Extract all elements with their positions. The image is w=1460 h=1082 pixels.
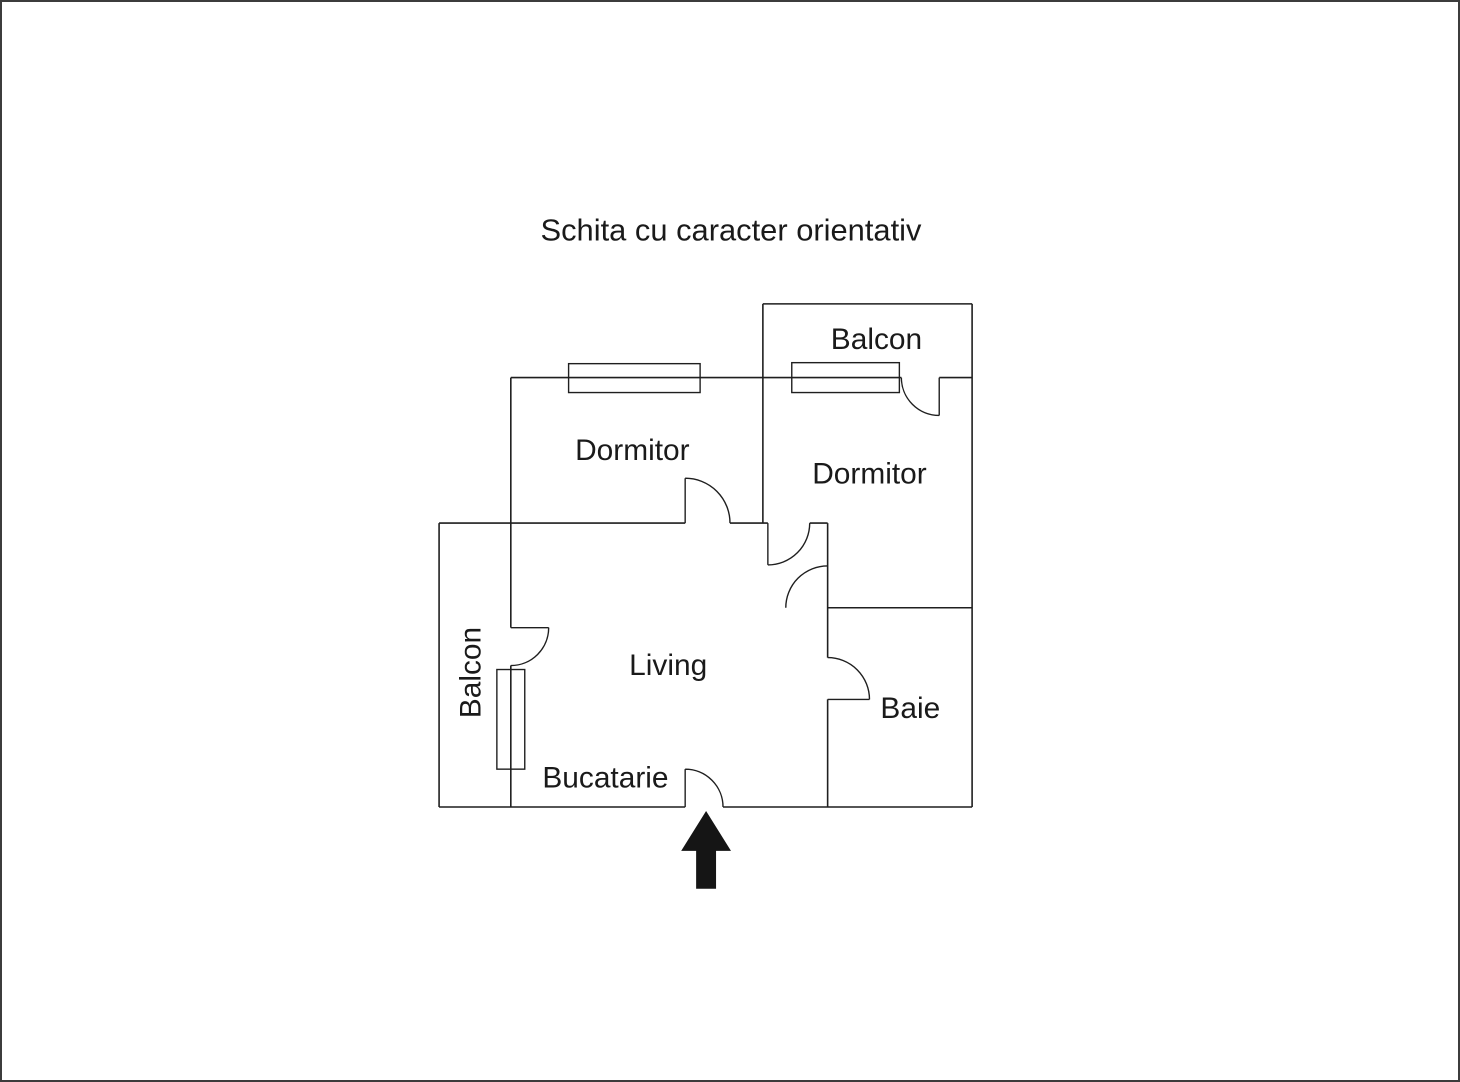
room-label-bucatarie: Bucatarie	[542, 762, 668, 795]
room-label-dormitor-right: Dormitor	[812, 458, 927, 491]
plan-title: Schita cu caracter orientativ	[541, 213, 923, 248]
door-baie	[827, 656, 871, 701]
door-dormitor-right	[767, 523, 811, 566]
walls	[438, 303, 973, 808]
window-dormitor-left	[567, 362, 701, 394]
door-hallway	[785, 565, 828, 608]
wall-lines	[438, 303, 973, 808]
entrance-arrow-icon	[681, 810, 731, 889]
room-label-dormitor-left: Dormitor	[575, 434, 690, 467]
room-label-living: Living	[629, 649, 707, 682]
window-balcon-left	[496, 668, 526, 770]
window-balcon-top	[791, 361, 901, 394]
room-labels: Balcon Dormitor Dormitor Living Baie Bal…	[454, 323, 940, 794]
door-dormitor-left	[684, 477, 731, 524]
room-label-baie: Baie	[880, 692, 940, 725]
room-label-balcon-top: Balcon	[831, 323, 922, 356]
door-balcon-top	[900, 377, 940, 417]
room-label-balcon-left: Balcon	[454, 627, 487, 718]
doors	[510, 377, 940, 808]
door-balcon-left	[510, 626, 550, 667]
door-entrance	[684, 768, 724, 808]
windows	[496, 361, 901, 770]
